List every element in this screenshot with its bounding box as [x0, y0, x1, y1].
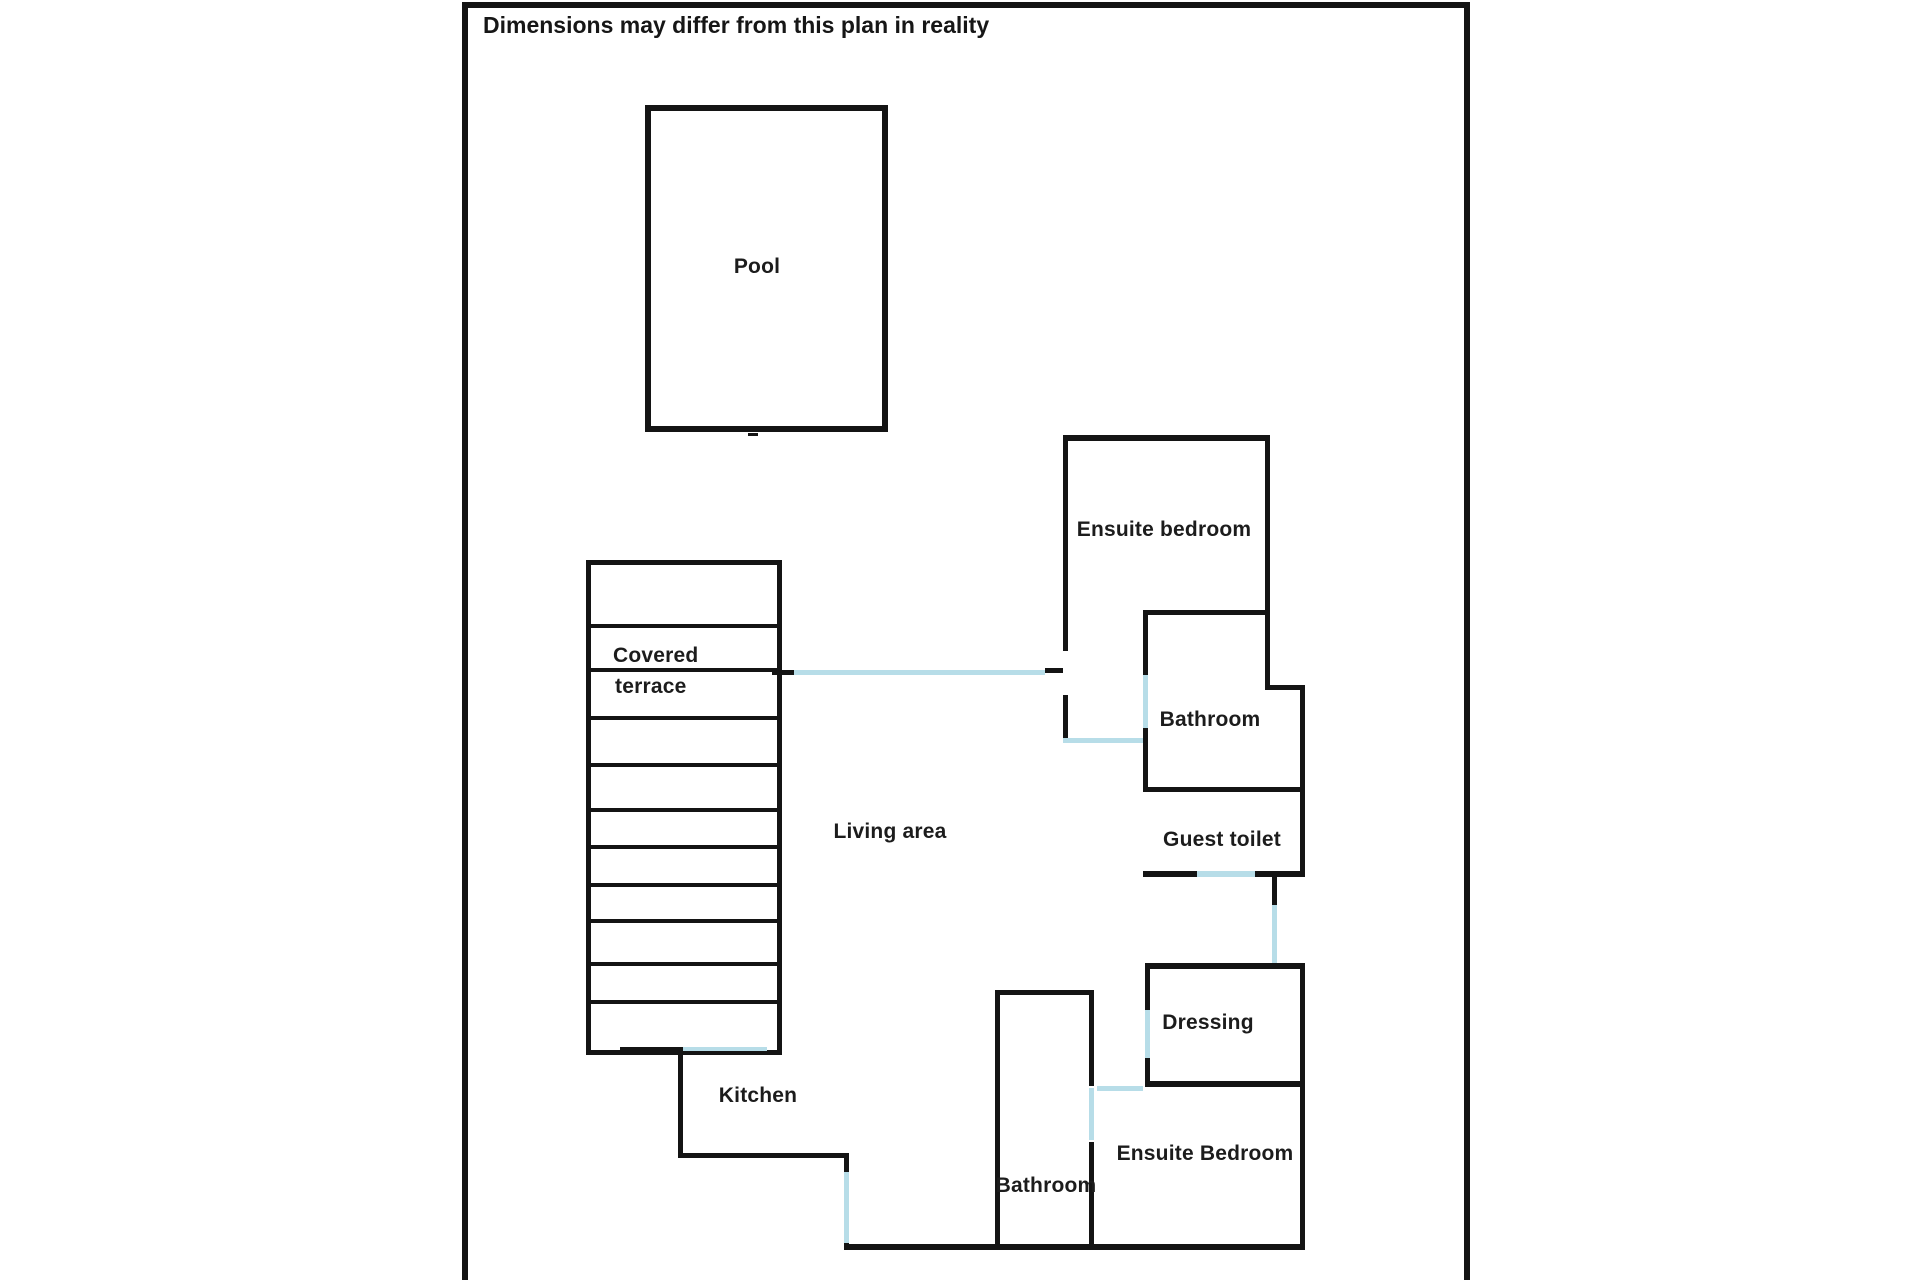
wall-segment [1265, 435, 1270, 690]
guest-toilet-label: Guest toilet [1163, 828, 1281, 851]
covered-terrace-label-line1: Covered [613, 644, 699, 667]
door-opening [1089, 1088, 1094, 1140]
wall-segment [1089, 990, 1094, 1086]
pool-label: Pool [733, 255, 781, 278]
door-opening [1197, 871, 1255, 877]
door-opening [1063, 738, 1143, 743]
wall-segment [678, 1153, 849, 1158]
covered-terrace-area [586, 560, 782, 1055]
door-opening [1097, 1086, 1143, 1091]
door-opening [844, 1172, 849, 1243]
wall-segment [772, 670, 794, 675]
wall-segment [1145, 963, 1303, 969]
terrace-slat [591, 919, 777, 923]
wall-segment [678, 1047, 683, 1158]
door-opening [1145, 1010, 1150, 1058]
wall-segment [1272, 877, 1277, 905]
terrace-slat [591, 716, 777, 720]
wall-segment [1143, 728, 1148, 792]
wall-segment [1089, 1142, 1094, 1250]
wall-segment [995, 990, 1000, 1250]
wall-segment [748, 433, 758, 436]
plan-disclaimer-text: Dimensions may differ from this plan in … [483, 12, 990, 38]
wall-segment [620, 1047, 683, 1051]
ensuite-bedroom-top-label: Ensuite bedroom [1076, 518, 1252, 541]
plan-border [462, 2, 1470, 1280]
ensuite-bedroom-bottom-label: Ensuite Bedroom [1116, 1142, 1294, 1165]
door-opening [683, 1047, 767, 1051]
wall-segment [1265, 685, 1305, 690]
terrace-slat [591, 763, 777, 767]
wall-segment [1063, 435, 1270, 441]
terrace-slat [591, 962, 777, 966]
bathroom-top-label: Bathroom [1159, 708, 1261, 731]
covered-terrace-label-line2: terrace [615, 675, 687, 698]
terrace-slat [591, 668, 777, 672]
door-opening [1143, 675, 1148, 728]
wall-segment [1063, 695, 1068, 743]
wall-segment [1145, 963, 1150, 1010]
terrace-slat [591, 808, 777, 812]
wall-segment [1063, 435, 1068, 651]
terrace-slat [591, 1000, 777, 1004]
door-opening [1272, 905, 1277, 963]
wall-segment [1045, 668, 1063, 673]
wall-segment [1143, 610, 1270, 615]
wall-segment [844, 1244, 1305, 1250]
terrace-slat [591, 624, 777, 628]
wall-segment [1145, 1058, 1150, 1086]
kitchen-label: Kitchen [718, 1084, 798, 1107]
door-opening [794, 670, 1045, 675]
bathroom-bottom-label: Bathroom [995, 1174, 1097, 1197]
terrace-slat [591, 883, 777, 887]
wall-segment [1143, 787, 1305, 792]
pool-area [645, 105, 888, 432]
wall-segment [1143, 610, 1148, 675]
living-area-label: Living area [833, 820, 947, 843]
dressing-label: Dressing [1162, 1011, 1254, 1034]
wall-segment [1145, 1081, 1305, 1087]
wall-segment [995, 990, 1094, 995]
wall-segment [1300, 963, 1305, 1250]
wall-segment [844, 1158, 849, 1172]
wall-segment [1300, 685, 1305, 876]
terrace-slat [591, 845, 777, 849]
